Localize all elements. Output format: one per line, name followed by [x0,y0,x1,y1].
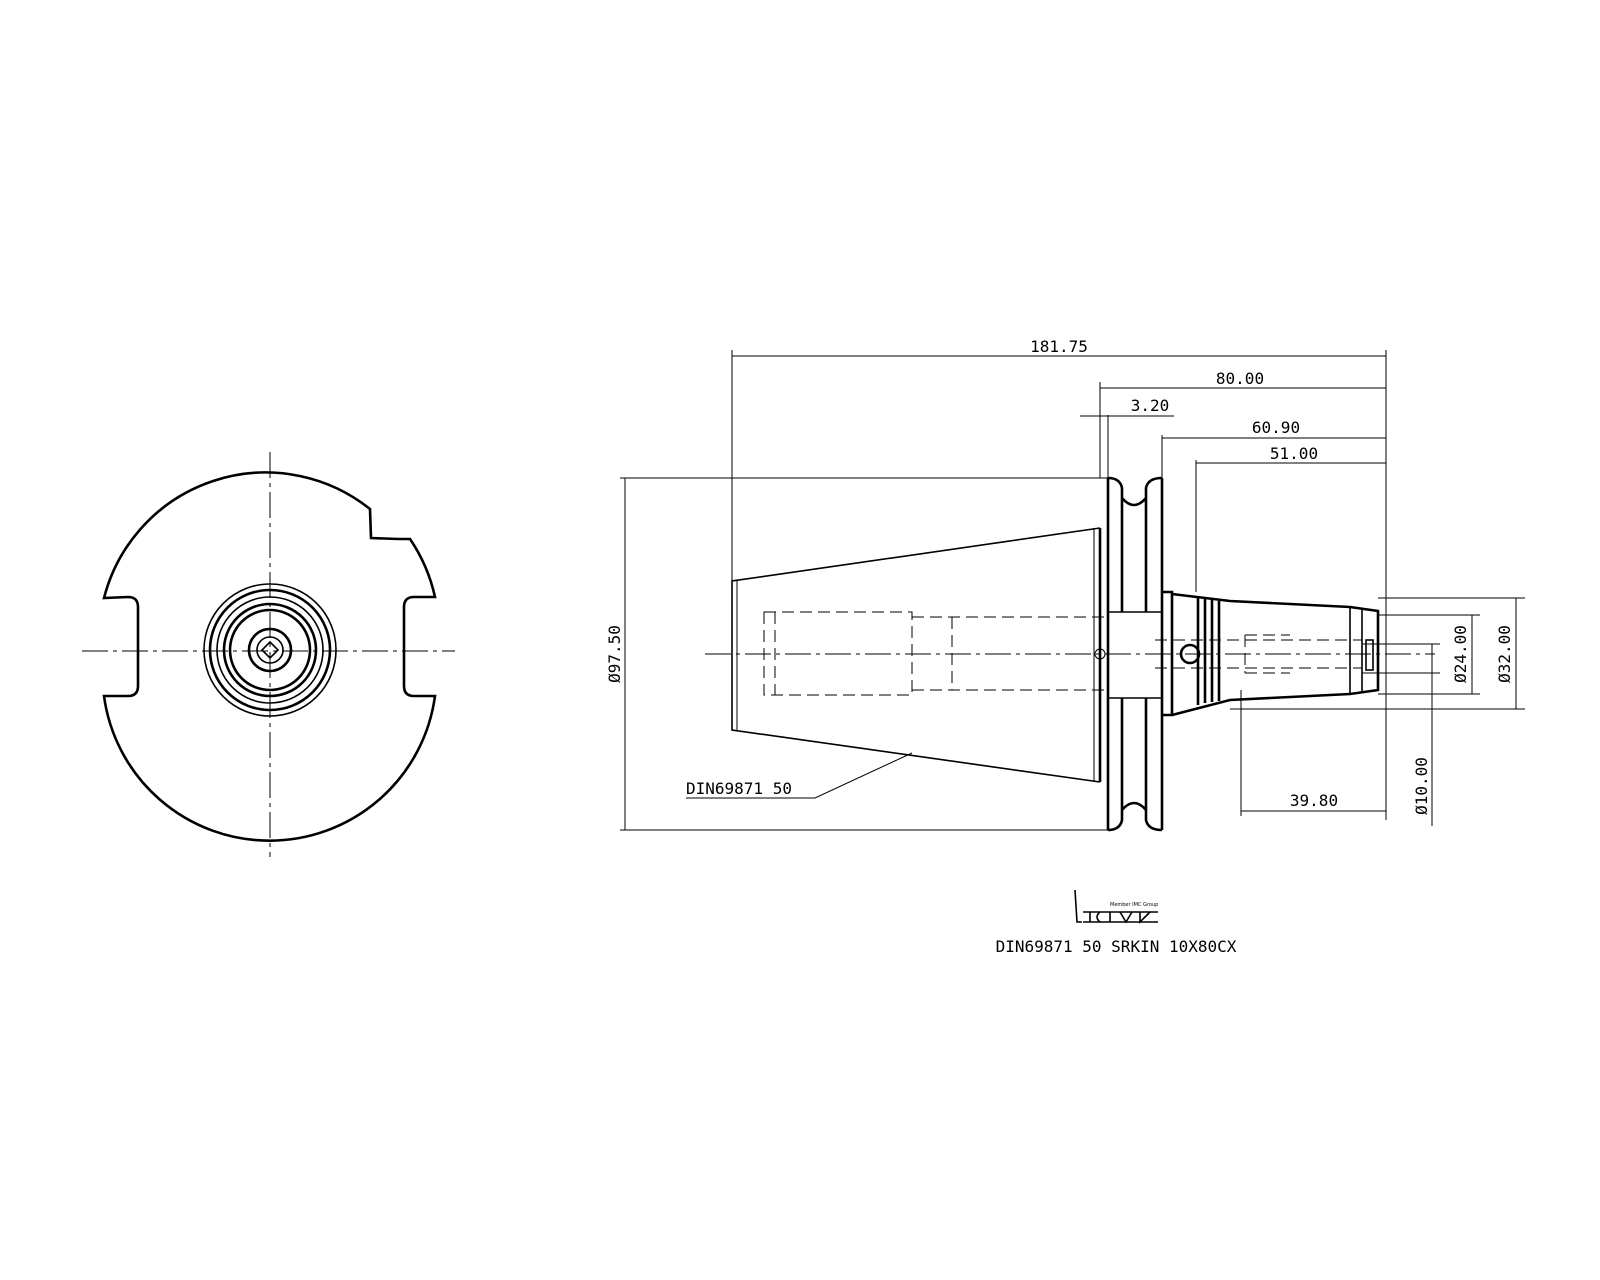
iscar-logo: Member IMC Group [1074,889,1158,924]
logo-letters [1089,911,1151,924]
dim-overall-length: 181.75 [1030,337,1088,356]
logo-mark [1074,889,1082,923]
dimensions: 181.75 80.00 3.20 60.90 51.00 39.80 Ø97.… [605,337,1525,831]
hub-circle-5 [228,608,312,692]
hidden-bore-1 [763,611,913,696]
dim-diameter-24: Ø24.00 [1451,625,1470,683]
dim-length-60: 60.90 [1252,418,1300,437]
hidden-bore-3 [1155,634,1362,674]
part-label-leader [686,752,913,799]
taper-body [731,527,1101,783]
flange-outline [102,471,437,842]
dim-gauge-length: 80.00 [1216,369,1264,388]
dim-diameter-10: Ø10.00 [1412,757,1431,815]
logo-tagline: Member IMC Group [1110,902,1158,908]
nose-cone [1171,592,1380,717]
side-view [705,476,1435,832]
dim-flange-diameter: Ø97.50 [605,625,624,683]
collet-slot [1365,639,1374,671]
dim-flange-offset: 3.20 [1131,396,1170,415]
title-block: Member IMC Group DIN69871 50 SRKIN 10X80… [996,889,1237,956]
flange-groove-top [1107,476,1163,612]
nose-outline [1162,590,1174,717]
part-label: DIN69871 50 [686,779,792,798]
flange-groove-bottom [1107,698,1163,832]
dim-diameter-32: Ø32.00 [1495,625,1514,683]
drawing-title: DIN69871 50 SRKIN 10X80CX [996,937,1237,956]
end-view [82,452,455,857]
holder-nose [1162,590,1380,717]
dim-length-39: 39.80 [1290,791,1338,810]
dim-length-51: 51.00 [1270,444,1318,463]
